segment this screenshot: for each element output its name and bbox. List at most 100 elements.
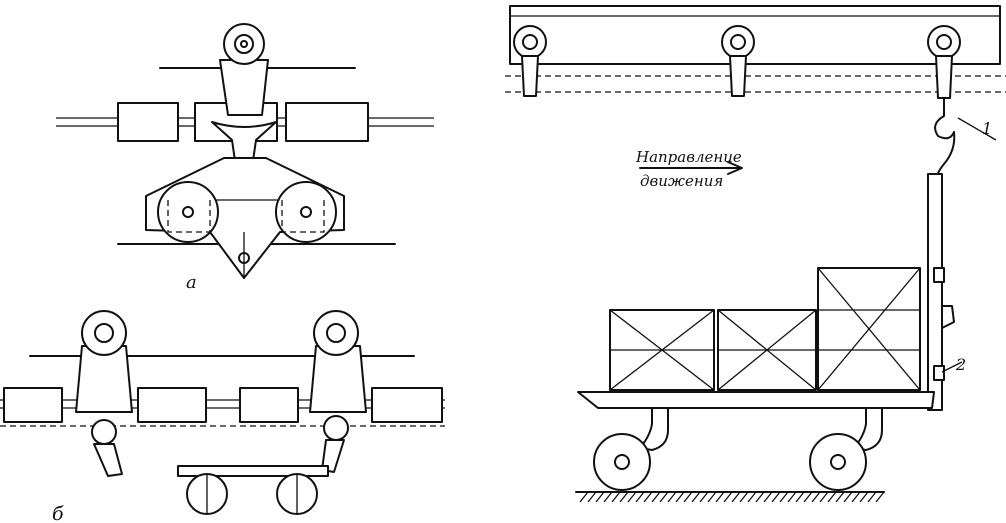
crate xyxy=(817,267,921,391)
fig-b-chain-link xyxy=(137,387,207,423)
hatch-stroke xyxy=(723,491,733,503)
hatch-stroke xyxy=(859,491,869,503)
caster-fork xyxy=(639,407,669,451)
trolley-roller-hub xyxy=(522,34,538,50)
cart-platform xyxy=(577,391,935,409)
hatch-stroke xyxy=(779,491,789,503)
hatch-stroke xyxy=(691,491,701,503)
trolley-roller-hub xyxy=(936,34,952,50)
post-latch xyxy=(941,305,955,329)
caster-axle xyxy=(614,454,630,470)
fig-b-right-hook xyxy=(321,439,345,473)
hatch-stroke xyxy=(763,491,773,503)
fig-a-hidden-bracket-right xyxy=(281,200,325,233)
fig-b-right-pin-boss xyxy=(323,415,349,441)
fig-a-left-wheel-axle xyxy=(182,206,194,218)
hatch-stroke xyxy=(595,491,605,503)
hatch-stroke xyxy=(811,491,821,503)
fig-a-roller-axle xyxy=(240,40,248,48)
hatch-stroke xyxy=(603,491,613,503)
hatch-stroke xyxy=(787,491,797,503)
hatch-stroke xyxy=(739,491,749,503)
hatch-stroke xyxy=(755,491,765,503)
caster-right xyxy=(809,407,883,491)
hatch-stroke xyxy=(675,491,685,503)
fig-a-chain-link xyxy=(117,102,179,142)
fig-a-right-wheel-axle xyxy=(300,206,312,218)
fig-b-right-roller-hub xyxy=(326,323,346,343)
fig-b-chain-link xyxy=(371,387,443,423)
floor-cart xyxy=(575,173,963,503)
floor-hatching xyxy=(579,491,885,503)
fig-a-left-wheel xyxy=(157,181,219,243)
crate xyxy=(717,309,817,391)
callout-1-leader xyxy=(957,117,997,141)
figure-a-label: а xyxy=(186,272,197,293)
hatch-stroke xyxy=(627,491,637,503)
fig-a-roller-hub xyxy=(234,34,254,54)
hatch-stroke xyxy=(707,491,717,503)
crate xyxy=(609,309,715,391)
hatch-stroke xyxy=(867,491,877,503)
fig-b-cart-platform xyxy=(177,465,329,477)
hatch-stroke xyxy=(667,491,677,503)
fig-a-chain-link xyxy=(285,102,369,142)
figure-b-chain-with-trolleys xyxy=(0,310,445,515)
hatch-stroke xyxy=(795,491,805,503)
callout-2-leader xyxy=(941,361,963,373)
hatch-stroke xyxy=(619,491,629,503)
callout-2: 2 xyxy=(955,355,966,374)
hatch-stroke xyxy=(851,491,861,503)
trolley-hanger xyxy=(935,55,953,99)
figure-b-label: б xyxy=(52,503,64,523)
fig-b-left-hook xyxy=(93,443,123,477)
hatch-stroke xyxy=(747,491,757,503)
direction-arrow xyxy=(639,161,743,175)
hatch-stroke xyxy=(771,491,781,503)
hatch-stroke xyxy=(683,491,693,503)
hatch-stroke xyxy=(803,491,813,503)
overhead-rail-beam xyxy=(509,5,1001,65)
hatch-stroke xyxy=(635,491,645,503)
trolley-hanger xyxy=(729,55,747,97)
hatch-stroke xyxy=(643,491,653,503)
trolley xyxy=(721,25,755,97)
pulling-hook-top xyxy=(934,97,955,140)
trolley xyxy=(927,25,961,99)
hatch-stroke xyxy=(819,491,829,503)
hatch-stroke xyxy=(611,491,621,503)
hatch-stroke xyxy=(843,491,853,503)
callout-1: 1 xyxy=(982,119,992,138)
direction-arrow-head xyxy=(727,161,743,175)
trolley xyxy=(513,25,547,97)
trolley-roller-hub xyxy=(730,34,746,50)
trolley-hanger xyxy=(521,55,539,97)
fig-b-left-roller-hub xyxy=(94,323,114,343)
post-clip xyxy=(933,365,945,381)
fig-a-right-wheel xyxy=(275,181,337,243)
post-clip xyxy=(933,267,945,283)
hatch-stroke xyxy=(579,491,589,503)
cart-post xyxy=(927,173,943,411)
fig-b-chain-link xyxy=(239,387,299,423)
fig-b-chain-link xyxy=(3,387,63,423)
hatch-stroke xyxy=(875,491,885,503)
caster-fork xyxy=(853,407,883,451)
overhead-conveyor xyxy=(505,5,1006,191)
crate-brace xyxy=(717,309,817,391)
hatch-stroke xyxy=(659,491,669,503)
direction-label-line1: Направление xyxy=(635,148,742,166)
hatch-stroke xyxy=(587,491,597,503)
fig-a-hidden-bracket-left xyxy=(167,200,211,233)
caster-left xyxy=(593,407,669,491)
hatch-stroke xyxy=(651,491,661,503)
hatch-stroke xyxy=(699,491,709,503)
crate-brace xyxy=(609,309,715,391)
caster-axle xyxy=(830,454,846,470)
figure-a-trolley-hook-assembly xyxy=(56,23,434,279)
direction-label-line2: движения xyxy=(640,172,723,190)
hatch-stroke xyxy=(731,491,741,503)
fig-b-left-pin-boss xyxy=(91,419,117,445)
hatch-stroke xyxy=(835,491,845,503)
